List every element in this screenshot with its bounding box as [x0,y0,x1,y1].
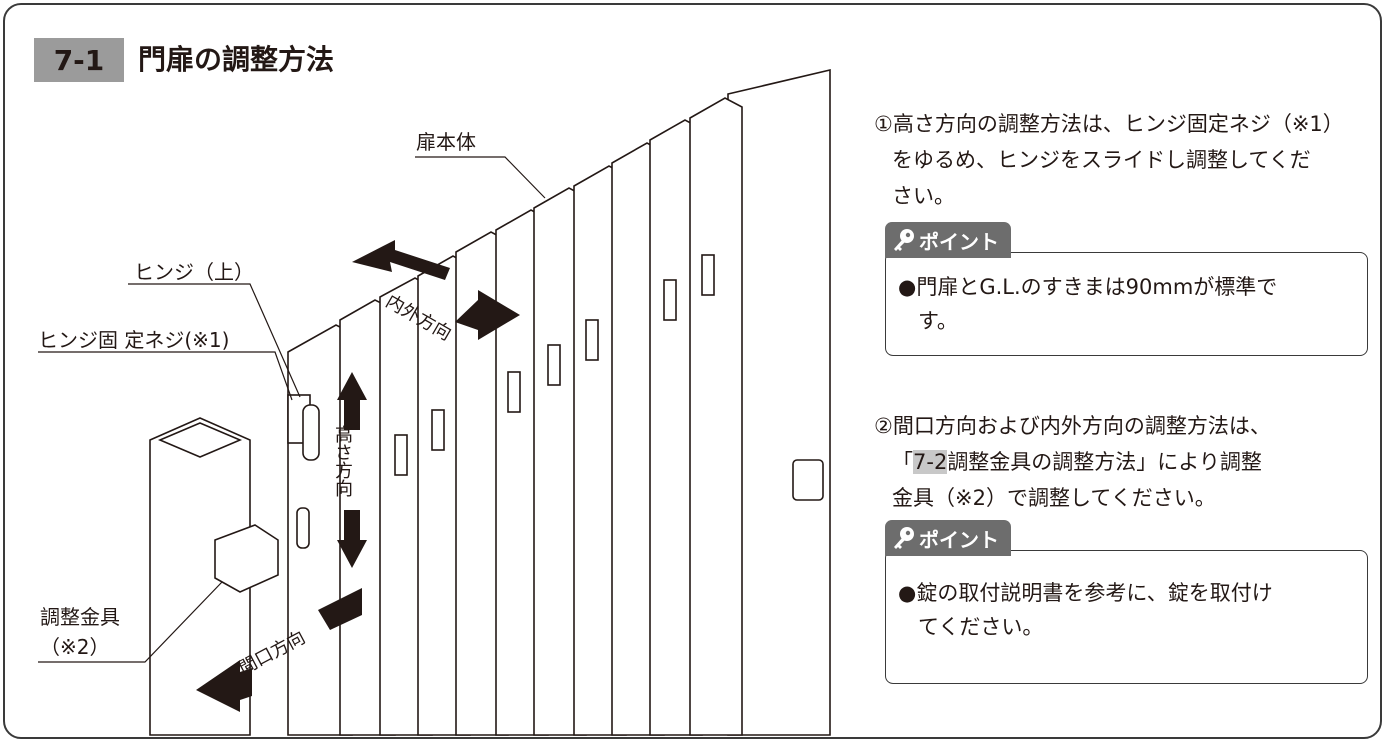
hinge-screw-label: ヒンジ固 定ネジ(※1) [38,328,230,352]
step2-line3: 金具（※2）で調整してください。 [892,486,1216,510]
point1-box [885,252,1368,356]
step1-line1: ①高さ方向の調整方法は、ヒンジ固定ネジ（※1） [874,112,1344,136]
section-title: 門扉の調整方法 [138,43,335,76]
step1-line3: さい。 [892,184,955,208]
point1-line1: ●門扉とG.L.のすきまは90mmが標準で [898,275,1278,299]
adjuster-label-line1: 調整金具 [40,605,120,629]
point2-line1: ●錠の取付説明書を参考に、錠を取付け [898,581,1273,605]
point2-box [885,550,1368,684]
step1-text: ①高さ方向の調整方法は、ヒンジ固定ネジ（※1） をゆるめ、ヒンジをスライドし調整… [874,106,1364,214]
section-reference-link[interactable]: 7-2 [913,450,948,474]
step2-open-bracket: 「 [892,450,913,474]
step2-line1: ②間口方向および内外方向の調整方法は、 [874,414,1271,438]
section-number: 7-1 [34,38,124,82]
page-frame [3,3,1382,739]
key-icon [894,527,914,549]
height-direction-label: 高さ方向 [332,425,353,497]
point1-tab-label: ポイント [919,229,999,254]
step1-line2: をゆるめ、ヒンジをスライドし調整してくだ [892,148,1311,172]
hinge-top-label: ヒンジ（上） [134,260,254,284]
point2-line2: てください。 [918,615,1044,639]
door-body-label: 扉本体 [416,130,476,154]
step2-line2: 「7-2調整金具の調整方法」により調整 [874,444,1374,480]
step2-line2-rest: 調整金具の調整方法」により調整 [947,450,1262,474]
point1-tab: ポイント [885,222,1011,258]
point1-text: ●門扉とG.L.のすきまは90mmが標準で す。 [898,270,1358,338]
point1-line2: す。 [918,309,958,333]
adjuster-label-line2: （※2） [40,635,110,659]
key-icon [894,229,914,251]
gate-illustration [38,68,831,736]
point2-tab-label: ポイント [919,527,999,552]
point2-tab: ポイント [885,520,1011,556]
step2-text: ②間口方向および内外方向の調整方法は、 「7-2調整金具の調整方法」により調整 … [874,408,1374,516]
point2-text: ●錠の取付説明書を参考に、錠を取付け てください。 [898,576,1358,644]
